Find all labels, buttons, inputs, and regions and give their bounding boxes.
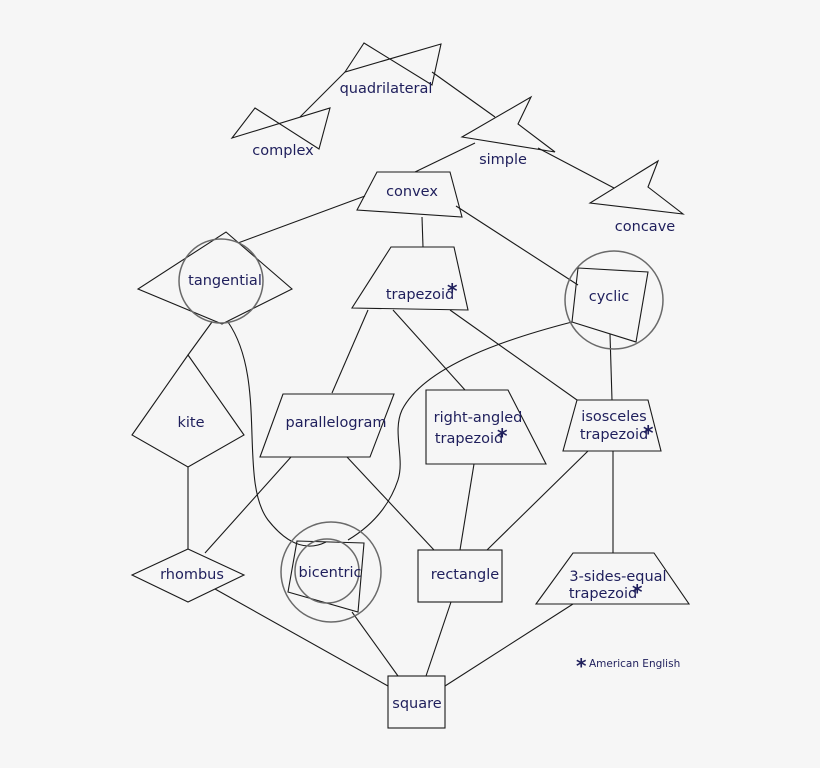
right-angled-trapezoid-shape [425,389,547,465]
edge-quadrilateral-complex [299,71,346,118]
edges [187,71,615,687]
shapes [130,42,691,729]
convex-shape [356,171,463,218]
edge-parallelogram-rectangle [346,456,435,551]
edge-rectangle-square [425,601,452,677]
edge-right-angled-rectangle [459,463,475,551]
label-rectangle: rectangle [431,567,500,583]
edge-convex-trapezoid [421,216,424,248]
parallelogram-shape [259,393,395,458]
trapezoid-shape [351,246,469,311]
kite-shape [131,354,245,468]
american-english-marker-isosceles: * [643,421,654,445]
edge-bicentric-square [351,611,399,677]
isosceles-trapezoid-shape [562,399,662,452]
legend-marker: * [576,654,587,678]
edge-simple-convex [414,142,476,173]
edge-trapezoid-right-angled [392,309,466,391]
legend-text: American English [589,658,680,670]
label-rhombus: rhombus [160,567,224,583]
edge-simple-concave [537,147,615,189]
edge-trapezoid-isosceles [449,309,578,401]
label-concave: concave [615,219,675,235]
label-square: square [392,696,441,712]
edge-cyclic-bicentric [347,321,573,541]
bicentric-incircle [294,538,360,604]
label-three-sides-line1: 3-sides-equal [569,569,666,585]
rhombus-shape [130,548,246,603]
edge-trapezoid-parallelogram [331,309,369,394]
american-english-marker-right-angled: * [497,424,508,448]
label-isosceles-line2: trapezoid [580,427,648,443]
label-bicentric: bicentric [299,565,362,581]
label-trapezoid: trapezoid [386,287,454,303]
edge-isosceles-rectangle [486,450,589,551]
complex-bowtie-shape [230,107,331,150]
label-right-angled-line2: trapezoid [435,431,503,447]
simple-arrowhead-shape [460,95,556,153]
edge-convex-cyclic [455,205,579,286]
label-simple: simple [479,152,527,168]
label-right-angled-line1: right-angled [434,410,523,426]
edge-tangential-bicentric [227,321,327,547]
label-cyclic: cyclic [589,289,630,305]
square-shape [387,675,446,729]
label-parallelogram: parallelogram [286,415,387,431]
edge-three-sides-square [444,603,574,687]
cyclic-circumcircle [564,250,664,350]
american-english-marker-trapezoid: * [447,279,458,303]
rectangle-shape [417,549,503,603]
tangential-incircle [178,238,264,324]
concave-arrowhead-shape [588,159,685,215]
label-isosceles-line1: isosceles [581,409,646,425]
label-quadrilateral: quadrilateral [340,81,433,97]
labels: quadrilateral complex simple convex conc… [160,81,675,712]
cyclic-shape [571,267,649,343]
edge-cyclic-isosceles [609,333,613,401]
label-three-sides-line2: trapezoid [569,586,637,602]
bicentric-circumcircle [280,521,382,623]
label-kite: kite [177,415,204,431]
edge-tangential-kite [187,321,213,356]
edge-rhombus-square [214,588,389,687]
tangential-kite-shape [136,231,293,325]
american-english-marker-three-sides: * [632,580,643,604]
edge-quadrilateral-simple [431,71,496,118]
label-tangential: tangential [188,273,262,289]
quadrilateral-bowtie-shape [343,42,442,86]
label-convex: convex [386,184,438,200]
legend: * American English [576,654,680,678]
three-sides-equal-trapezoid-shape [534,552,691,605]
label-complex: complex [252,143,314,159]
edge-parallelogram-rhombus [204,456,292,554]
edge-convex-tangential [237,195,366,244]
